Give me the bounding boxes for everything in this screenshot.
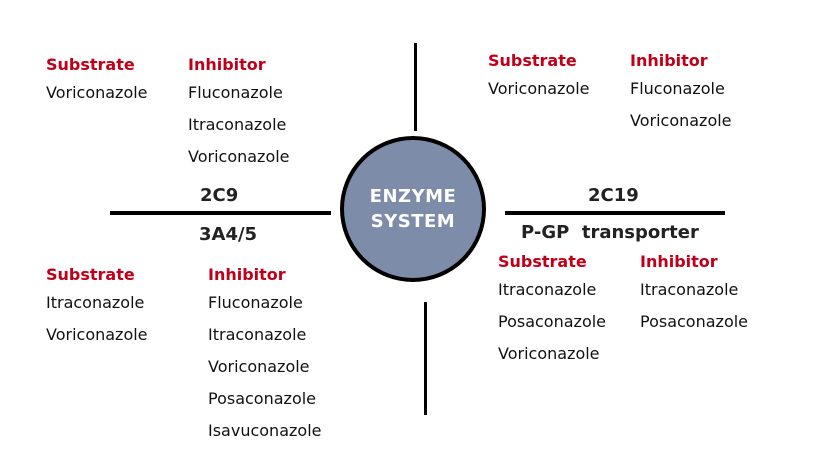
drug-item: Voriconazole (188, 147, 290, 166)
label-2c9: 2C9 (200, 185, 239, 206)
center-label-line2: SYSTEM (370, 211, 456, 232)
label-pgp-transporter: P-GP transporter (521, 222, 699, 243)
drug-item: Voriconazole (208, 357, 310, 376)
top-right-inhibitor-column: Inhibitor Fluconazole Voriconazole (630, 51, 732, 137)
top-vertical-divider (414, 43, 417, 131)
drug-item: Itraconazole (208, 325, 307, 344)
left-horizontal-divider (110, 211, 331, 215)
drug-item: Posaconazole (498, 312, 607, 331)
inhibitor-header: Inhibitor (640, 252, 718, 271)
substrate-header: Substrate (498, 252, 587, 271)
drug-item: Itraconazole (188, 115, 287, 134)
substrate-header: Substrate (488, 51, 577, 70)
drug-item: Voriconazole (46, 83, 148, 102)
inhibitor-header: Inhibitor (188, 55, 266, 74)
substrate-header: Substrate (46, 55, 135, 74)
bottom-right-substrate-column: Substrate Itraconazole Posaconazole Vori… (498, 252, 606, 370)
drug-item: Voriconazole (488, 79, 590, 98)
top-right-substrate-column: Substrate Voriconazole (488, 51, 590, 105)
right-horizontal-divider (505, 211, 725, 215)
top-left-substrate-column: Substrate Voriconazole (46, 55, 148, 109)
drug-item: Isavuconazole (208, 421, 322, 440)
inhibitor-header: Inhibitor (208, 265, 286, 284)
drug-item: Itraconazole (640, 280, 739, 299)
bottom-vertical-divider (424, 302, 427, 415)
top-left-inhibitor-column: Inhibitor Fluconazole Itraconazole Voric… (188, 55, 290, 173)
bottom-left-substrate-column: Substrate Itraconazole Voriconazole (46, 265, 148, 351)
drug-item: Fluconazole (208, 293, 303, 312)
drug-item: Voriconazole (630, 111, 732, 130)
label-2c19: 2C19 (588, 185, 639, 206)
enzyme-system-node: ENZYME SYSTEM (340, 136, 486, 282)
substrate-header: Substrate (46, 265, 135, 284)
drug-item: Voriconazole (498, 344, 600, 363)
center-label-line1: ENZYME (369, 186, 457, 207)
label-3a4-5: 3A4/5 (199, 224, 258, 245)
drug-item: Itraconazole (498, 280, 597, 299)
inhibitor-header: Inhibitor (630, 51, 708, 70)
drug-item: Voriconazole (46, 325, 148, 344)
drug-item: Fluconazole (630, 79, 725, 98)
bottom-left-inhibitor-column: Inhibitor Fluconazole Itraconazole Voric… (208, 265, 321, 447)
drug-item: Fluconazole (188, 83, 283, 102)
bottom-right-inhibitor-column: Inhibitor Itraconazole Posaconazole (640, 252, 748, 338)
drug-item: Posaconazole (640, 312, 749, 331)
drug-item: Posaconazole (208, 389, 317, 408)
drug-item: Itraconazole (46, 293, 145, 312)
